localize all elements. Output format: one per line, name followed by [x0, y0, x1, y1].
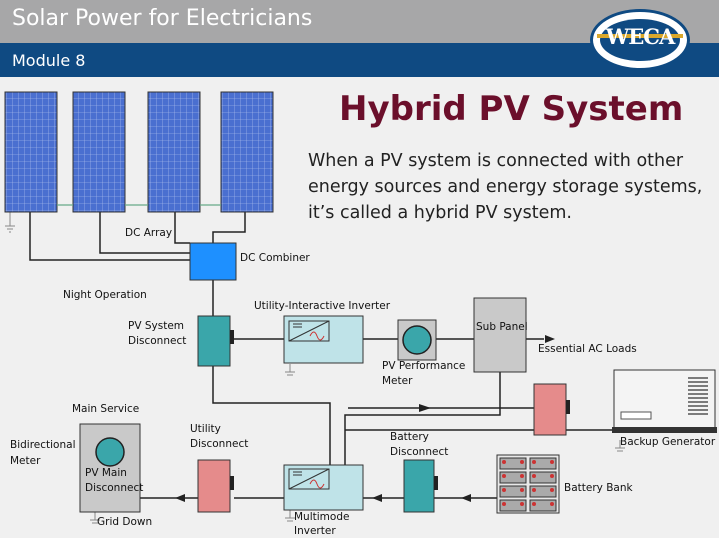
label-bidirectional-meter-1: Bidirectional	[10, 439, 76, 451]
label-multimode-inverter-1: Multimode	[294, 511, 350, 523]
label-essential-ac-loads: Essential AC Loads	[538, 343, 637, 355]
wire-night-operation	[212, 366, 331, 465]
pv-system-disconnect-handle	[230, 330, 234, 344]
flow-arrows	[175, 335, 555, 502]
utility-disconnect-handle	[230, 476, 234, 490]
label-pv-performance-meter-2: Meter	[382, 375, 413, 387]
label-utility-interactive-inverter: Utility-Interactive Inverter	[254, 300, 391, 312]
label-pv-main-disconnect-2: Disconnect	[85, 482, 144, 494]
battery-bank	[496, 454, 560, 514]
pv-array	[4, 91, 274, 213]
label-multimode-inverter-2: Inverter	[294, 525, 336, 537]
label-pv-main-disconnect-1: PV Main	[85, 467, 127, 479]
label-utility-disconnect-1: Utility	[190, 423, 221, 435]
wire-array3	[174, 212, 190, 244]
pv-system-disconnect	[197, 315, 231, 367]
slide-description: When a PV system is connected with other…	[308, 151, 703, 223]
generator-vents	[688, 377, 708, 415]
ground-symbols	[5, 212, 625, 524]
battery-disconnect-handle	[434, 476, 438, 490]
backup-generator	[613, 369, 716, 433]
sub-panel	[473, 297, 527, 373]
wire-array4	[212, 212, 246, 243]
dc-combiner-box	[189, 242, 237, 281]
label-pv-system-disconnect-2: Disconnect	[128, 335, 187, 347]
label-dc-array: DC Array	[125, 227, 173, 239]
pv-panel-3	[147, 91, 201, 213]
label-battery-bank: Battery Bank	[564, 482, 633, 494]
logo-stripe	[597, 34, 683, 38]
utility-disconnect	[197, 459, 231, 513]
label-utility-disconnect-2: Disconnect	[190, 438, 249, 450]
label-pv-performance-meter-1: PV Performance	[382, 360, 466, 372]
wiring	[29, 212, 614, 499]
wire-array2	[99, 212, 190, 254]
inverter-symbol-2	[288, 468, 330, 490]
pv-panel-1	[4, 91, 58, 213]
generator-disconnect-handle	[566, 400, 570, 414]
label-grid-down: Grid Down	[97, 516, 153, 528]
label-battery-disconnect-1: Battery	[390, 431, 429, 443]
label-backup-generator: Backup Generator	[620, 436, 716, 448]
label-pv-system-disconnect-1: PV System	[128, 320, 185, 332]
generator-panel	[620, 411, 652, 420]
pv-panel-4	[220, 91, 274, 213]
backup-generator-base	[612, 427, 717, 433]
utility-interactive-inverter	[283, 315, 364, 364]
course-title: Solar Power for Electricians	[12, 6, 313, 31]
wire-array1	[29, 212, 190, 261]
slide-title: Hybrid PV System	[339, 89, 684, 129]
weca-logo: WECA	[590, 9, 690, 71]
pv-panel-2	[72, 91, 126, 213]
label-battery-disconnect-2: Disconnect	[390, 446, 449, 458]
logo-text: WECA	[605, 24, 676, 49]
generator-disconnect	[533, 383, 567, 436]
label-bidirectional-meter-2: Meter	[10, 455, 41, 467]
logo-oval	[600, 19, 680, 61]
pv-performance-meter-dial	[402, 325, 432, 355]
wire-subpanel-multimode	[344, 372, 501, 465]
label-dc-combiner: DC Combiner	[240, 252, 310, 264]
label-night-operation: Night Operation	[63, 289, 147, 301]
bidirectional-meter-dial	[95, 437, 125, 467]
label-main-service: Main Service	[72, 403, 140, 415]
label-sub-panel: Sub Panel	[476, 321, 528, 333]
inverter-symbol-1	[288, 320, 330, 342]
module-label: Module 8	[12, 51, 86, 70]
battery-disconnect	[403, 459, 435, 513]
